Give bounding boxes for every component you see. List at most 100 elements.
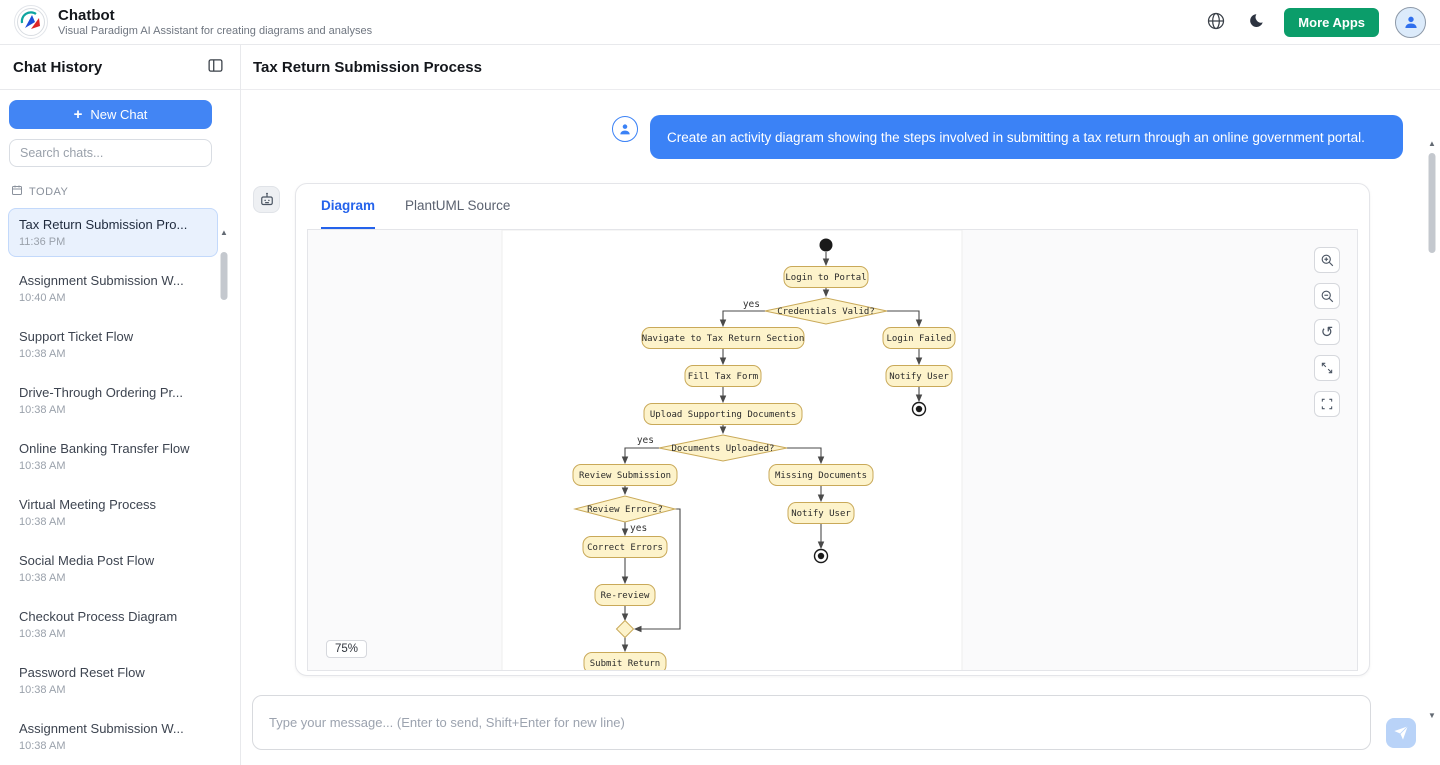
new-chat-label: New Chat	[90, 107, 148, 122]
app-header: Chatbot Visual Paradigm AI Assistant for…	[0, 0, 1440, 45]
dark-mode-button[interactable]	[1244, 10, 1268, 34]
expand-icon	[1321, 362, 1333, 374]
chat-item-time: 10:38 AM	[19, 628, 66, 640]
main-header: Tax Return Submission Process	[241, 45, 1440, 90]
chat-item-time: 10:38 AM	[19, 516, 66, 528]
svg-text:Correct Errors: Correct Errors	[587, 543, 663, 553]
chat-item-title: Online Banking Transfer Flow	[19, 441, 190, 456]
chat-item-time: 10:38 AM	[19, 572, 66, 584]
svg-text:Upload Supporting Documents: Upload Supporting Documents	[650, 410, 796, 420]
sidebar: Chat History + New Chat TODAY	[0, 45, 241, 765]
fullscreen-icon	[1321, 398, 1333, 410]
paper-plane-icon	[1394, 726, 1408, 740]
svg-text:Missing Documents: Missing Documents	[775, 471, 867, 481]
chat-item-time: 10:38 AM	[19, 460, 66, 472]
chat-item-time: 10:38 AM	[19, 684, 66, 696]
reset-view-icon: ↺	[1320, 324, 1334, 341]
message-input[interactable]	[252, 695, 1371, 750]
chat-history-item[interactable]: Assignment Submission W... 10:38 AM	[8, 712, 218, 761]
collapse-sidebar-button[interactable]	[203, 55, 227, 79]
user-message-text: Create an activity diagram showing the s…	[667, 129, 1365, 145]
zoom-out-button[interactable]	[1314, 283, 1340, 309]
chat-history-item[interactable]: Support Ticket Flow 10:38 AM	[8, 320, 218, 369]
svg-text:Login to Portal: Login to Portal	[785, 273, 866, 283]
send-message-button[interactable]	[1386, 718, 1416, 748]
svg-text:Fill Tax Form: Fill Tax Form	[688, 372, 758, 382]
scroll-up-icon[interactable]: ▲	[220, 228, 228, 237]
sidebar-title: Chat History	[13, 58, 103, 76]
chat-item-title: Support Ticket Flow	[19, 329, 134, 344]
chat-history-item[interactable]: Tax Return Submission Pro...11:36 PM	[8, 208, 218, 257]
svg-text:Documents Uploaded?: Documents Uploaded?	[672, 444, 775, 454]
chat-item-title: Assignment Submission W...	[19, 721, 184, 736]
new-chat-button[interactable]: + New Chat	[9, 100, 212, 129]
user-message-bubble: Create an activity diagram showing the s…	[650, 115, 1403, 159]
visual-paradigm-logo-icon	[14, 5, 48, 39]
chat-history-item[interactable]: Assignment Submission W...10:40 AM	[8, 264, 218, 313]
svg-text:Re-review: Re-review	[601, 591, 650, 601]
globe-icon	[1206, 11, 1226, 34]
moon-icon	[1247, 12, 1265, 33]
page-title: Tax Return Submission Process	[253, 58, 482, 76]
svg-text:Submit Return: Submit Return	[590, 659, 660, 669]
search-chats-input[interactable]	[9, 139, 212, 167]
user-avatar	[612, 116, 638, 142]
tab-diagram[interactable]: Diagram	[321, 184, 376, 229]
svg-text:Review Errors?: Review Errors?	[587, 505, 663, 515]
user-profile-avatar[interactable]	[1395, 6, 1426, 38]
tab-plantuml-source[interactable]: PlantUML Source	[405, 198, 511, 213]
chat-history-item[interactable]: Drive-Through Ordering Pr... 10:38 AM	[8, 376, 218, 425]
reset-view-button[interactable]: ↺	[1314, 319, 1340, 345]
chat-section-label: TODAY	[29, 185, 69, 198]
sidebar-scroll-track[interactable]	[219, 238, 229, 765]
zoom-out-icon	[1321, 290, 1333, 302]
zoom-in-button[interactable]	[1314, 247, 1340, 273]
chat-item-title: Drive-Through Ordering Pr...	[19, 385, 184, 400]
sidebar-scrollbar[interactable]: ▲ ▼	[219, 228, 229, 765]
bot-avatar	[253, 186, 280, 213]
diagram-zoom-controls: ↺	[1314, 247, 1340, 417]
svg-text:Notify User: Notify User	[791, 509, 851, 519]
person-icon	[620, 124, 630, 135]
chat-history-list: Tax Return Submission Pro...11:36 PM Assi…	[0, 208, 240, 761]
scroll-up-icon[interactable]: ▲	[1428, 139, 1436, 148]
svg-text:yes: yes	[637, 435, 654, 446]
chat-item-title: Virtual Meeting Process	[19, 497, 157, 512]
main-scroll-track[interactable]	[1426, 149, 1438, 711]
svg-text:yes: yes	[743, 299, 760, 310]
chat-item-title: Tax Return Submission Pro...	[19, 217, 188, 232]
chat-item-time: 10:38 AM	[19, 348, 66, 360]
chat-item-title: Assignment Submission W...	[19, 273, 184, 288]
svg-text:Credentials Valid?: Credentials Valid?	[777, 307, 875, 317]
main-scrollbar[interactable]: ▲ ▼	[1426, 139, 1438, 721]
chat-history-item[interactable]: Online Banking Transfer Flow 10:38 AM	[8, 432, 218, 481]
chat-item-time: 10:38 AM	[19, 740, 66, 752]
chat-history-item[interactable]: Virtual Meeting Process 10:38 AM	[8, 488, 218, 537]
header-titles: Chatbot Visual Paradigm AI Assistant for…	[58, 7, 372, 38]
app-subtitle: Visual Paradigm AI Assistant for creatin…	[58, 24, 373, 37]
diagram-card-tabs: Diagram PlantUML Source	[296, 184, 1369, 229]
svg-text:yes: yes	[630, 523, 647, 534]
more-apps-button[interactable]: More Apps	[1284, 7, 1379, 37]
chat-item-time: 10:38 AM	[19, 404, 66, 416]
fit-to-screen-button[interactable]	[1314, 355, 1340, 381]
language-globe-button[interactable]	[1204, 10, 1228, 34]
sidebar-scroll-thumb[interactable]	[220, 252, 228, 300]
fullscreen-button[interactable]	[1314, 391, 1340, 417]
diagram-result-card: Diagram PlantUML Source yes yes yes Login t…	[295, 183, 1370, 676]
svg-text:Navigate to Tax Return Section: Navigate to Tax Return Section	[642, 334, 805, 344]
zoom-in-icon	[1321, 254, 1333, 266]
main-panel: Tax Return Submission Process Create an …	[241, 45, 1440, 765]
svg-text:Review Submission: Review Submission	[579, 471, 671, 481]
header-actions: More Apps	[1204, 6, 1426, 38]
svg-text:Notify User: Notify User	[889, 372, 949, 382]
scroll-down-icon[interactable]: ▼	[1428, 711, 1436, 720]
main-scroll-thumb[interactable]	[1428, 153, 1436, 253]
robot-icon	[260, 192, 273, 205]
